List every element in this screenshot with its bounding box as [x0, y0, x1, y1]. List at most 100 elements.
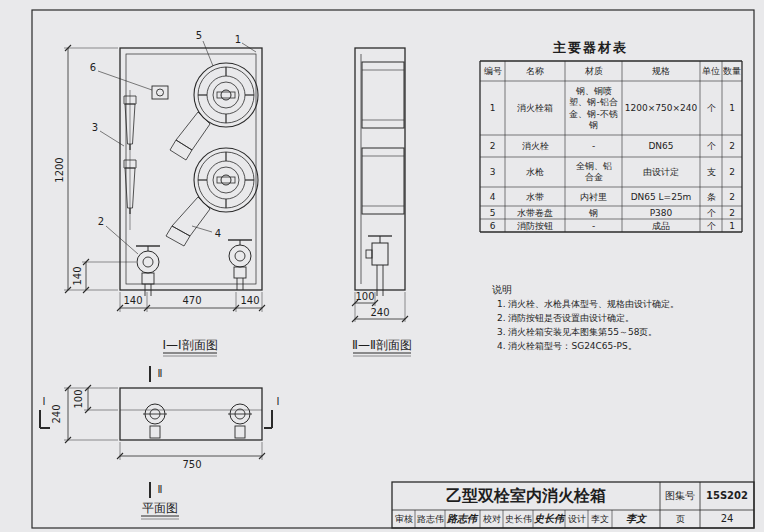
table-cell: 水带: [526, 192, 544, 201]
valve-body: [234, 267, 246, 278]
table-rule: [480, 81, 742, 82]
valve-outlet: [235, 426, 245, 438]
title-block-rule: [503, 510, 504, 528]
table-cell: 4: [490, 192, 496, 201]
extension-line: [82, 262, 136, 263]
section-mark: [271, 410, 273, 428]
title-underline: [163, 352, 217, 353]
reel-spoke: [225, 199, 226, 208]
extension-line: [64, 440, 118, 441]
dimension: 140: [73, 266, 83, 285]
title-block: [392, 482, 754, 528]
dimension-line: [355, 319, 405, 320]
dimension-tick: [65, 385, 71, 391]
valve-outlet: [235, 251, 245, 261]
cabinet-side: [355, 48, 405, 290]
reel-bar: [217, 177, 235, 183]
section-mark: [264, 427, 272, 429]
dimension-tick: [259, 305, 265, 311]
callout-number: 4: [215, 229, 221, 239]
valve-body: [142, 273, 154, 284]
signature: 李文: [626, 514, 646, 524]
table-rule: [505, 61, 506, 232]
leader-line: [100, 131, 124, 146]
dimension-line: [120, 308, 262, 309]
title-block-rule: [612, 510, 613, 528]
title-block-cell: 页: [676, 515, 685, 524]
table-cell: 消火栓: [522, 142, 549, 151]
extension-line: [64, 290, 118, 291]
table-rule: [480, 206, 742, 207]
title-underline: [353, 352, 411, 353]
table-rule: [479, 61, 480, 232]
view-title: 平面图: [142, 502, 178, 514]
drawing-number: 15S202: [706, 491, 748, 501]
fire-hose: [166, 226, 190, 246]
reel-bar: [217, 92, 235, 98]
table-cell: 内衬里: [580, 192, 607, 201]
dimension: 100: [355, 292, 374, 302]
reel-section-line: [362, 156, 404, 157]
dimension: 240: [370, 308, 389, 318]
plan-inner-line: [120, 410, 262, 411]
section-mark-label: Ⅰ: [43, 397, 46, 407]
table-cell: 个: [707, 208, 716, 217]
table-cell: 个: [707, 221, 716, 230]
callout-number: 1: [235, 35, 241, 45]
dimension-line: [88, 388, 89, 410]
leader-line: [203, 41, 213, 66]
table-cell: -: [592, 142, 595, 151]
table-cell: P380: [650, 208, 673, 217]
title-block-rule: [660, 482, 661, 528]
title-block-cell: 校对: [483, 515, 501, 524]
hose-reel: [213, 167, 239, 193]
supply-pipe: [383, 265, 384, 296]
dimension: 140: [123, 296, 142, 306]
section-mark: [149, 366, 151, 382]
reel-section-line: [362, 70, 404, 71]
cabinet-plan: [120, 388, 262, 440]
table-cell: 2: [490, 142, 496, 151]
extension-line: [120, 442, 121, 460]
nozzle-tip: [129, 208, 130, 214]
table-cell: 2: [729, 208, 735, 217]
reel-spoke: [198, 179, 207, 180]
reel-section: [362, 148, 404, 214]
table-header: 材质: [585, 67, 603, 76]
cabinet-outline: [120, 48, 262, 290]
title-block-rule: [445, 510, 446, 528]
extension-line: [64, 48, 118, 49]
table-rule: [480, 187, 742, 188]
leader-line: [242, 43, 256, 52]
table-cell: 由设计定: [643, 168, 679, 177]
valve-outlet: [143, 257, 153, 267]
dimension-line: [86, 262, 87, 290]
table-cell: 2: [729, 168, 735, 177]
note: 4. 消火栓箱型号：SG24C65-PS。: [497, 342, 637, 351]
signature: 路志伟: [447, 514, 477, 524]
extension-line: [64, 388, 118, 389]
dimension-tick: [402, 316, 408, 322]
title-block-cell: 审核: [395, 515, 413, 524]
table-cell: 2: [729, 142, 735, 151]
table-header: 数量: [723, 67, 741, 76]
valve-body: [372, 243, 388, 265]
dimension: 1200: [55, 157, 65, 182]
table-rule: [480, 157, 742, 158]
table-cell: 水带卷盘: [517, 208, 553, 217]
table-cell: 钢: [589, 208, 598, 217]
dimension-line: [68, 388, 69, 440]
cabinet-door-frame: [126, 54, 256, 284]
supply-pipe: [151, 284, 152, 296]
dimension-tick: [85, 407, 91, 413]
hose-reel: [207, 76, 245, 114]
fire-hose: [172, 197, 210, 236]
table-header: 单位: [702, 67, 720, 76]
table-cell: 个: [707, 104, 716, 113]
table-rule: [480, 231, 742, 232]
fire-hose: [176, 112, 210, 150]
table-header: 名称: [526, 67, 544, 76]
callout-number: 6: [90, 63, 96, 73]
hose-reel: [213, 82, 239, 108]
